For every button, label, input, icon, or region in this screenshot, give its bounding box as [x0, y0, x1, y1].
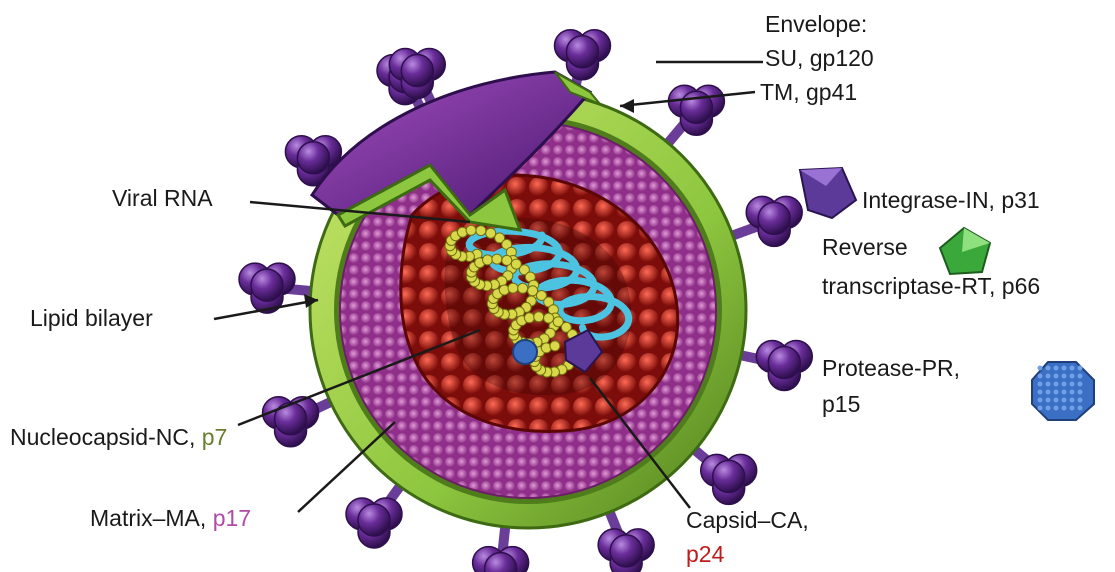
- protease-texture-dot: [1062, 366, 1067, 371]
- protease-texture-dot: [1062, 406, 1067, 411]
- nucleocapsid-label: Nucleocapsid-NC, p7: [10, 423, 227, 451]
- protease-texture-dot: [1054, 406, 1059, 411]
- nc-bead: [466, 225, 476, 235]
- protease-texture-dot: [1038, 366, 1043, 371]
- protease-texture-dot: [1038, 390, 1043, 395]
- protease-texture-dot: [1046, 366, 1051, 371]
- integrase-label: Integrase-IN, p31: [862, 186, 1040, 214]
- nc-bead: [528, 286, 538, 296]
- viral-rna-label: Viral RNA: [112, 184, 213, 212]
- matrix-label: Matrix–MA, p17: [90, 504, 251, 532]
- protease-texture-dot: [1078, 390, 1083, 395]
- nc-bead: [492, 254, 502, 264]
- protease-texture-dot: [1070, 382, 1075, 387]
- p7-label: p7: [202, 424, 228, 450]
- protease-texture-dot: [1038, 382, 1043, 387]
- protease-texture-dot: [1078, 406, 1083, 411]
- protease-texture-dot: [1070, 366, 1075, 371]
- spike-knob: [713, 460, 745, 492]
- envelope-label: Envelope:: [765, 10, 867, 38]
- protease-texture-dot: [1062, 398, 1067, 403]
- protease-texture-dot: [1054, 382, 1059, 387]
- spike-knob: [401, 55, 433, 87]
- spike-knob: [251, 269, 283, 301]
- protease-texture-dot: [1078, 366, 1083, 371]
- protease-texture-dot: [1078, 382, 1083, 387]
- protease-texture-dot: [1054, 398, 1059, 403]
- matrix-name: Matrix–MA,: [90, 505, 206, 531]
- p15-label: p15: [822, 390, 860, 418]
- nc-bead: [502, 255, 512, 265]
- protease-texture-dot: [1078, 398, 1083, 403]
- p17-label: p17: [213, 505, 251, 531]
- protease-texture-dot: [1062, 374, 1067, 379]
- spike-knob: [768, 346, 800, 378]
- su-gp120-label: SU, gp120: [765, 44, 874, 72]
- protease-texture-dot: [1046, 406, 1051, 411]
- nc-bead: [534, 312, 544, 322]
- inner-protease: [513, 340, 537, 364]
- spike-knob: [758, 202, 790, 234]
- spike-knob: [610, 535, 642, 567]
- protease-texture-dot: [1070, 390, 1075, 395]
- nucleocapsid-name: Nucleocapsid-NC,: [10, 424, 195, 450]
- protease-texture-dot: [1038, 406, 1043, 411]
- protease-texture-dot: [1062, 390, 1067, 395]
- protease-texture-dot: [1046, 390, 1051, 395]
- nc-bead: [483, 255, 493, 265]
- tm-gp41-label: TM, gp41: [760, 78, 857, 106]
- spike-knob: [297, 142, 329, 174]
- nc-bead: [508, 283, 518, 293]
- transcriptase-label: transcriptase-RT, p66: [822, 272, 1040, 300]
- protease-texture-dot: [1070, 406, 1075, 411]
- nc-bead: [476, 226, 486, 236]
- nc-bead: [518, 283, 528, 293]
- protease-icon: [1032, 362, 1094, 420]
- protease-texture-dot: [1054, 390, 1059, 395]
- protease-texture-dot: [1046, 398, 1051, 403]
- protease-texture-dot: [1046, 374, 1051, 379]
- lipid-bilayer-label: Lipid bilayer: [30, 304, 153, 332]
- nc-bead: [544, 313, 554, 323]
- protease-texture-dot: [1054, 366, 1059, 371]
- nc-bead: [524, 313, 534, 323]
- spike-knob: [358, 504, 390, 536]
- capsid-name: Capsid–CA,: [686, 506, 809, 534]
- nc-bead: [550, 341, 560, 351]
- protease-texture-dot: [1078, 374, 1083, 379]
- protease-label: Protease-PR,: [822, 354, 960, 382]
- nc-bead: [486, 228, 496, 238]
- protease-texture-dot: [1070, 398, 1075, 403]
- protease-texture-dot: [1070, 374, 1075, 379]
- spike-knob: [566, 36, 598, 68]
- protease-texture-dot: [1046, 382, 1051, 387]
- protease-texture-dot: [1038, 374, 1043, 379]
- protease-texture-dot: [1054, 374, 1059, 379]
- p24-label: p24: [686, 540, 724, 568]
- reverse-label: Reverse: [822, 233, 908, 261]
- protease-texture-dot: [1038, 398, 1043, 403]
- protease-texture-dot: [1062, 382, 1067, 387]
